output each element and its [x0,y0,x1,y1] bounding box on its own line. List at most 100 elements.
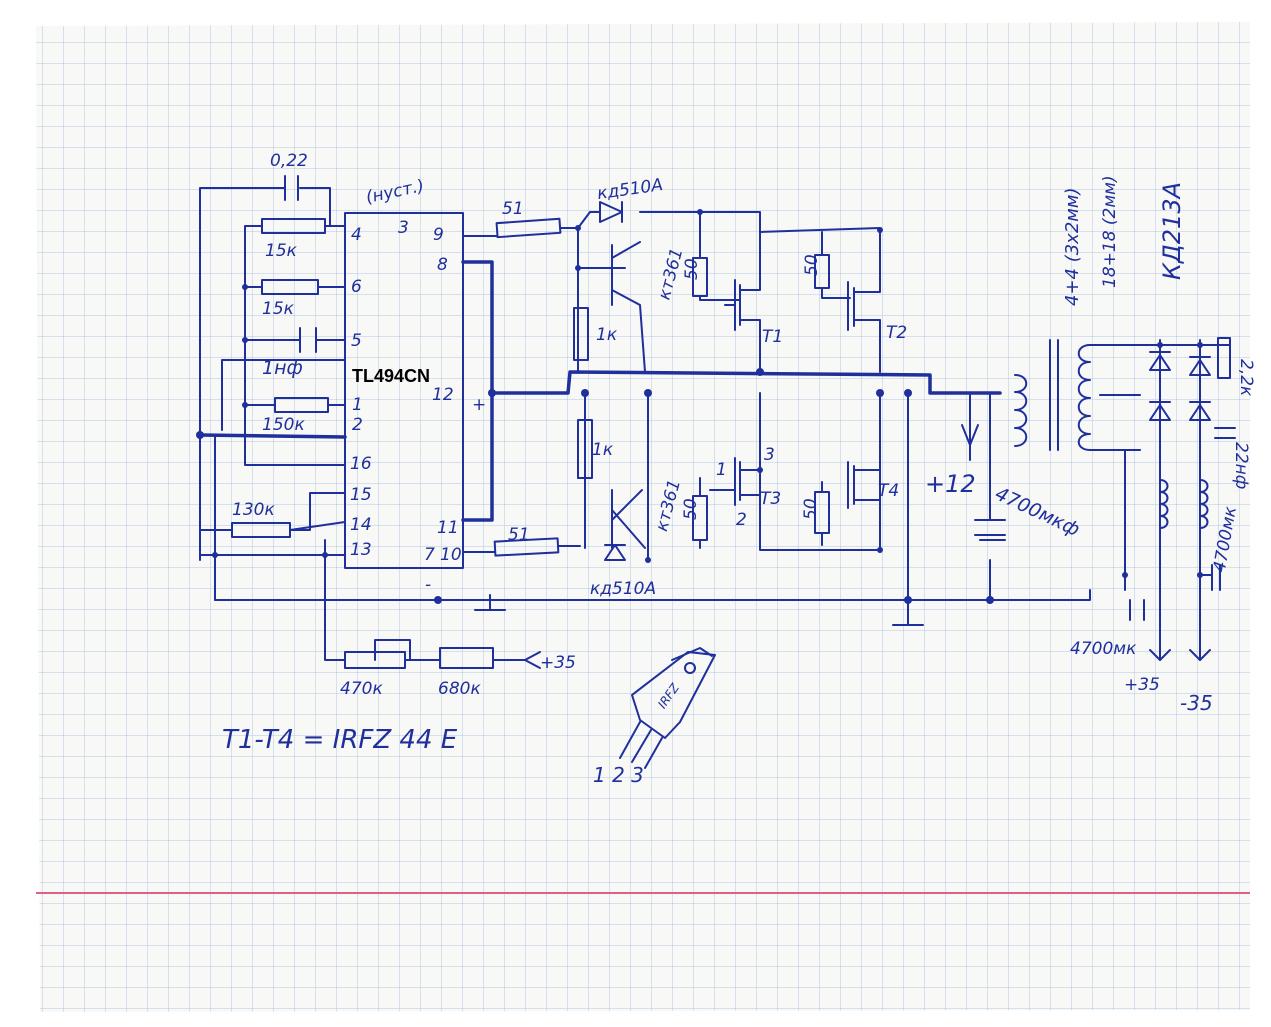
wire-r50-b [821,231,851,299]
label-plus12: +12 [925,470,976,498]
resistor-51-bottom [493,537,560,557]
resistor-50-a [692,257,708,297]
label-winding-primary: 4+4 (3х2мм) [1062,188,1083,306]
resistor-2-2k [1217,337,1231,379]
wire-pin13 [199,539,346,601]
transformer-secondary [1077,344,1091,451]
resistor-150k [274,397,329,413]
chip-pin-5: 5 [351,331,362,351]
label-r-130k: 130к [232,500,275,520]
package-irfz-hole [684,662,696,674]
wire-diode-top [577,211,601,229]
package-irfz-outline [631,651,716,739]
chip-pin-14: 14 [350,515,372,535]
label-c-4700mk-bottom: 4700мк [1070,639,1137,659]
label-r-15k-a: 15к [265,241,298,261]
label-r-50-b: 50 [802,254,822,276]
wire-main-positive-bus [490,370,1002,395]
capacitor-22nf [1214,427,1236,439]
label-pin2: 2 [736,510,747,530]
chip-pin-13: 13 [350,540,372,560]
chip-pin-4: 4 [351,225,362,245]
label-d-bottom: кд510А [590,579,656,599]
wire-top-outer-loop [199,187,331,436]
label-r-1k-bottom: 1к [592,440,614,460]
wire-pin15 [289,492,346,531]
choke-minus [1199,479,1209,529]
package-irfz-leads [619,721,663,769]
wire-pin16 [244,449,346,466]
wire-output-minus [1189,599,1211,661]
chip-pin-8: 8 [437,255,448,275]
wire-r50-a [699,211,741,301]
chip-name: TL494CN [352,366,430,386]
label-fb-plus35: +35 [540,653,576,673]
resistor-130k [231,522,291,538]
grid-lines [36,22,1250,1012]
label-r-150k: 150к [262,415,305,435]
label-c-22nf: 22нф [1231,442,1251,489]
wire-pin2-bus [198,433,347,439]
label-r-2-2k: 2,2к [1236,359,1256,397]
resistor-1k-bottom [577,419,593,479]
transformer-primary [1014,374,1028,447]
label-r-51-top: 51 [502,199,524,219]
potentiometer-wiper [374,639,411,661]
label-t3: T3 [760,489,781,509]
chip-pin-7: 7 [424,545,435,565]
resistor-15k-b [261,279,319,295]
chip-pin-1: 1 [352,395,363,415]
transistor-kt361-bottom [611,489,646,549]
ground-symbol-a [474,594,506,611]
mosfet-t3 [709,457,761,506]
label-diodes: КД213А [1158,182,1186,280]
wire-pin10-51-bottom [462,545,581,553]
tl494-chip-body [344,212,464,569]
ground-symbol-b [892,394,924,626]
resistor-680k [439,647,494,669]
chip-pin-11: 11 [437,518,459,538]
label-out-plus: +35 [1124,675,1160,695]
package-irfz-tab [671,647,713,661]
label-package-pins: 1 2 3 [593,763,644,787]
label-t1: T1 [762,327,783,347]
label-t2: T2 [886,323,907,343]
choke-plus [1159,479,1169,529]
capacitor-4700mk-output [1129,564,1221,621]
chip-pin-9: 9 [433,225,444,245]
resistor-50-b [814,254,830,289]
chip-pin-3: 3 [398,218,409,238]
resistor-50-c [692,495,708,541]
chip-pin-2: 2 [352,415,363,435]
arrow-plus12 [961,424,979,446]
label-c-022: 0,22 [270,151,308,171]
resistor-50-d [814,491,830,534]
label-r-50-c: 50 [681,498,701,520]
label-r-680k: 680к [438,679,481,699]
arrow-plus35-feedback [524,651,541,669]
junction-dots [196,209,1203,604]
label-r-1k-top: 1к [596,325,618,345]
wire-plus12 [969,394,1006,541]
label-r-51-bottom: 51 [508,525,530,545]
label-transistor-note: T1-T4 = IRFZ 44 E [222,725,458,755]
capacitor-0-22-plates [284,175,299,201]
transformer-core [1049,339,1059,451]
label-r-50-a: 50 [682,258,702,280]
label-t4: T4 [878,481,899,501]
capacitor-1nf-plates [299,327,317,353]
wire-output-plus [1149,599,1171,661]
wire-ground-rail [214,559,1091,603]
label-r-15k-b: 15к [262,299,295,319]
mosfet-t4 [847,461,881,509]
label-pin1: 1 [716,460,727,480]
label-plus-sign: + [472,395,486,415]
resistor-51-top [495,217,562,239]
label-winding-secondary: 18+18 (2мм) [1100,175,1120,288]
label-c-1nf: 1нф [262,357,303,379]
label-minus-sign: - [425,575,431,595]
chip-pin-10: 10 [440,545,462,565]
chip-pin-12: 12 [432,385,454,405]
wire-rectifier [1124,339,1231,661]
